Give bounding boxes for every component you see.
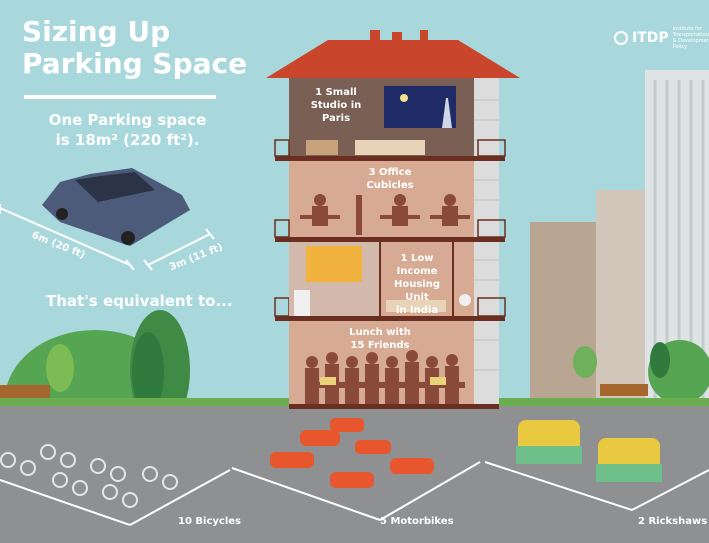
- chimney-2: [392, 32, 402, 42]
- car: [42, 168, 190, 246]
- room-label-lunch: Lunch with 15 Friends: [340, 326, 420, 352]
- india-bed: [386, 300, 446, 312]
- subtitle-line-2: is 18m² (220 ft²).: [55, 131, 200, 149]
- office-line-1: 3 Office: [368, 167, 412, 178]
- room-label-office: 3 Office Cubicles: [345, 166, 435, 192]
- tree-right-2: [650, 342, 670, 378]
- office-line-2: Cubicles: [366, 180, 414, 191]
- housing-line-1: 1 Low Income: [396, 253, 438, 277]
- tree-cypress-2: [132, 332, 164, 412]
- room-label-housing: 1 Low Income Housing Unit in India: [381, 252, 453, 317]
- moon: [400, 94, 408, 102]
- bicycles: [0, 444, 178, 508]
- bench-right: [600, 384, 648, 396]
- title-divider: [24, 95, 216, 99]
- room-label-studio: 1 Small Studio in Paris: [296, 86, 376, 125]
- label-motorbikes: 5 Motorbikes: [380, 516, 454, 527]
- car-wheel-2: [56, 208, 68, 220]
- studio-line-2: Studio in: [310, 100, 362, 111]
- chimney-1: [370, 30, 380, 42]
- logo-ring-icon: [614, 31, 628, 45]
- housing-line-2: Housing Unit: [393, 279, 440, 303]
- lunch-line-2: 15 Friends: [350, 340, 410, 351]
- itdp-logo: ITDP Institute for Transportation & Deve…: [614, 26, 709, 50]
- bg-building-left: [530, 222, 598, 408]
- roof: [266, 40, 520, 78]
- rickshaw-2-body: [596, 464, 662, 482]
- main-title: Sizing Up Parking Space: [22, 16, 247, 80]
- logo-name: ITDP: [632, 30, 669, 46]
- fridge: [294, 290, 310, 316]
- taj-window: [306, 246, 362, 282]
- label-bicycles: 10 Bicycles: [178, 516, 241, 527]
- car-windshield: [75, 172, 155, 202]
- slab-3: [275, 316, 505, 321]
- lunch-line-1: Lunch with: [349, 327, 411, 338]
- side-tower: [474, 78, 499, 408]
- motorbikes: [270, 418, 434, 488]
- subtitle-line-1: One Parking space: [48, 111, 207, 129]
- eiffel-tower: [442, 98, 452, 128]
- slab-2: [275, 237, 505, 242]
- dimension-lines: [0, 204, 215, 271]
- bed: [355, 140, 425, 155]
- tree-small: [46, 344, 74, 392]
- desk: [306, 140, 338, 155]
- india-wall: [379, 242, 381, 316]
- india-wall-2: [452, 242, 454, 316]
- title-line-2: Parking Space: [22, 47, 248, 80]
- lunch-plate-2: [430, 377, 446, 385]
- bench-left: [0, 385, 50, 399]
- studio-line-3: Paris: [321, 113, 351, 124]
- parking-lines: [0, 461, 709, 526]
- chimney-3: [420, 30, 428, 42]
- car-wheel-1: [121, 231, 135, 245]
- title-line-1: Sizing Up: [22, 15, 171, 48]
- office-silhouettes: [300, 194, 470, 235]
- studio-line-1: 1 Small: [315, 87, 357, 98]
- lunch-plate: [320, 377, 336, 385]
- equivalent-text: That's equivalent to...: [46, 292, 233, 310]
- logo-tagline: Institute for Transportation & Developme…: [672, 26, 709, 50]
- housing-line-3: in India: [395, 305, 439, 316]
- subtitle: One Parking space is 18m² (220 ft²).: [40, 110, 215, 150]
- toilet: [459, 294, 471, 306]
- label-rickshaws: 2 Rickshaws: [638, 516, 708, 527]
- slab-ground: [289, 404, 499, 409]
- tree-right-1: [573, 346, 597, 378]
- rickshaw-1-body: [516, 446, 582, 464]
- slab-1: [275, 156, 505, 161]
- balconies: [274, 139, 506, 317]
